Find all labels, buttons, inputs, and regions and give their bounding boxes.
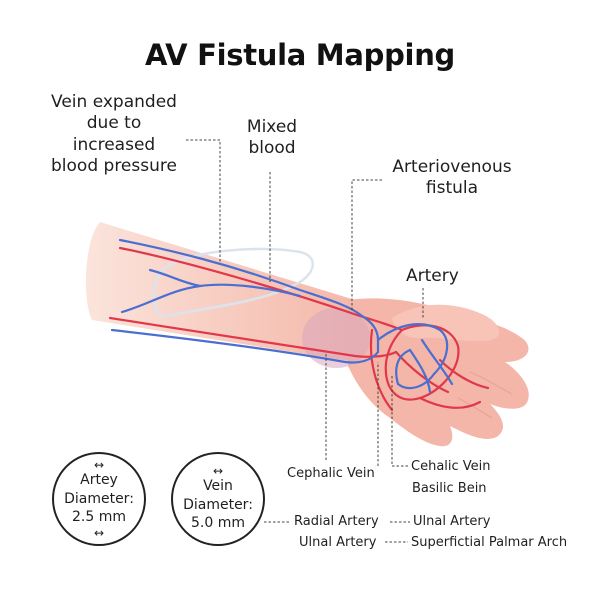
- fistula-area: [302, 308, 370, 368]
- label-vein-expanded: Vein expanded due to increased blood pre…: [51, 92, 177, 176]
- label-ulnal-artery-left: Ulnal Artery: [299, 535, 377, 550]
- double-arrow-icon: ↔: [212, 463, 224, 478]
- radial-artery: [118, 246, 404, 332]
- leader-av-fistula: [351, 179, 382, 310]
- label-av-fistula: Arteriovenous fistula: [392, 157, 512, 199]
- basilic-vein: [110, 328, 380, 364]
- vein-circle-line1: Vein: [203, 477, 233, 494]
- vein-diameter-circle: ↔ Vein Diameter: 5.0 mm: [171, 452, 265, 546]
- artery-diameter-circle: ↔ Artey Diameter: 2.5 mm ↔: [52, 452, 146, 546]
- vein-circle-line2: Diameter:: [183, 496, 253, 513]
- label-artery: Artery: [406, 266, 459, 286]
- leader-cephalic-right: [391, 376, 408, 467]
- label-cephalic-vein-left: Cephalic Vein: [287, 466, 375, 481]
- label-ulnal-artery-right: Ulnal Artery: [413, 514, 491, 529]
- artery-circle-line2: Diameter:: [64, 490, 134, 507]
- cephalic-vein: [118, 238, 364, 318]
- page-title: AV Fistula Mapping: [144, 38, 456, 72]
- artery-circle-line1: Artey: [80, 471, 118, 488]
- label-radial-artery: Radial Artery: [294, 514, 379, 529]
- artery-circle-value: 2.5 mm: [72, 509, 126, 526]
- double-arrow-icon: ↔: [93, 526, 105, 541]
- label-basilic-vein: Basilic Bein: [412, 481, 487, 496]
- leader-vein-expanded: [186, 139, 221, 262]
- label-mixed-blood: Mixed blood: [246, 117, 298, 159]
- thumb: [392, 304, 500, 342]
- label-palmar-arch: Superfictial Palmar Arch: [411, 535, 568, 550]
- vein-circle-value: 5.0 mm: [191, 515, 245, 532]
- forearm: [85, 222, 355, 362]
- double-arrow-icon: ↔: [93, 457, 105, 472]
- label-cephalic-vein-right: Cehalic Vein: [411, 459, 491, 474]
- expanded-vein-outline: [152, 247, 314, 318]
- ulnal-artery: [108, 316, 398, 358]
